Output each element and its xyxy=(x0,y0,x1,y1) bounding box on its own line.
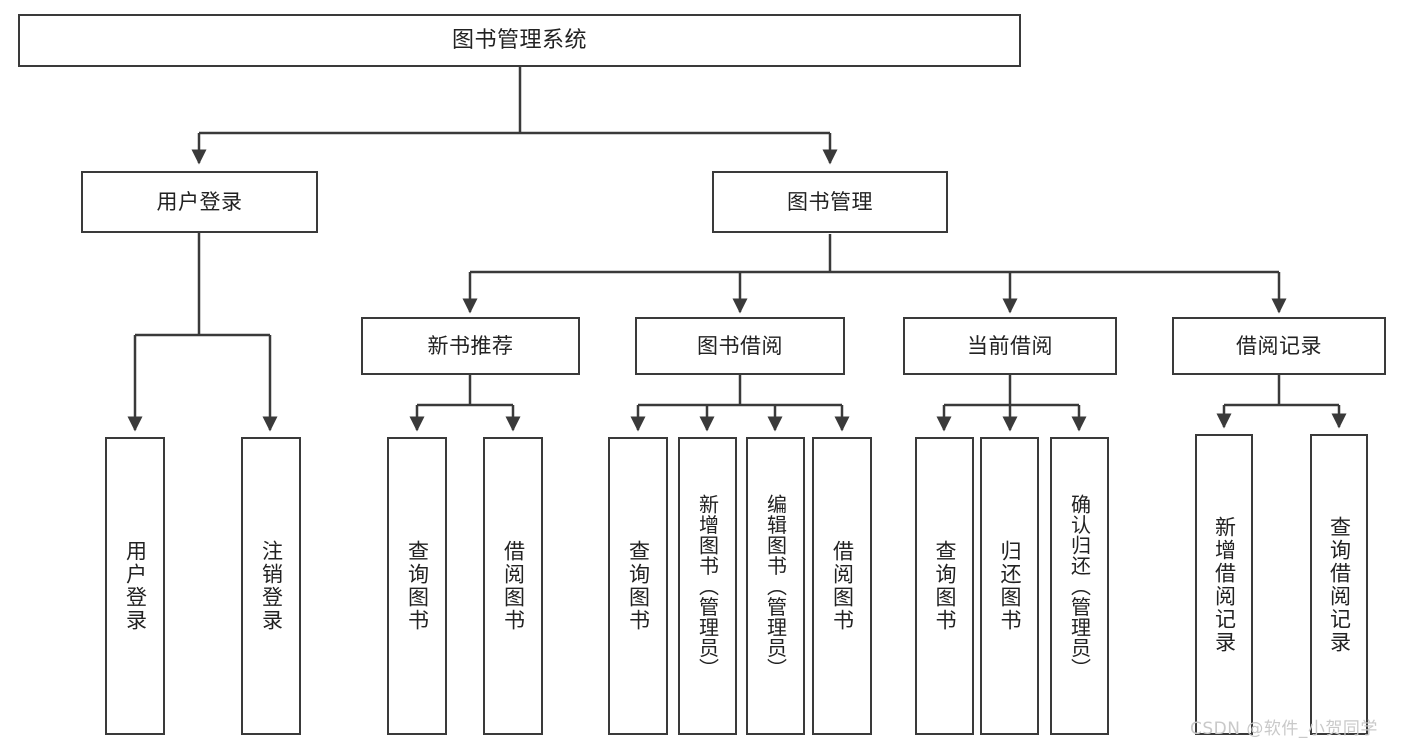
leaf-add-borrow-record[interactable]: 新增借阅记录 xyxy=(1195,434,1253,735)
node-label: 用户登录 xyxy=(156,189,243,214)
leaf-borrow-book-recommend[interactable]: 借阅图书 xyxy=(483,437,543,735)
node-label: 新书推荐 xyxy=(427,333,514,358)
node-label: 查询借阅记录 xyxy=(1327,515,1352,654)
leaf-user-login[interactable]: 用户登录 xyxy=(105,437,165,735)
node-label: 图书管理 xyxy=(787,189,873,214)
leaf-query-book-borrow[interactable]: 查询图书 xyxy=(608,437,668,735)
leaf-query-borrow-record[interactable]: 查询借阅记录 xyxy=(1310,434,1368,735)
node-label: 图书管理系统 xyxy=(451,27,587,53)
node-label: 编辑图书（管理员） xyxy=(763,493,788,679)
node-root-system[interactable]: 图书管理系统 xyxy=(18,14,1021,67)
node-label: 借阅图书 xyxy=(830,540,855,632)
node-label: 借阅图书 xyxy=(501,540,526,632)
leaf-borrow-book[interactable]: 借阅图书 xyxy=(812,437,872,735)
leaf-confirm-return-admin[interactable]: 确认归还（管理员） xyxy=(1050,437,1109,735)
node-label: 查询图书 xyxy=(405,540,430,632)
node-label: 图书借阅 xyxy=(697,333,783,358)
node-label: 新增图书（管理员） xyxy=(695,493,720,679)
node-label: 注销登录 xyxy=(259,540,284,632)
node-label: 新增借阅记录 xyxy=(1212,515,1237,654)
leaf-add-book-admin[interactable]: 新增图书（管理员） xyxy=(678,437,737,735)
node-label: 借阅记录 xyxy=(1236,333,1322,358)
watermark: CSDN @软件_小贺同学 xyxy=(1190,719,1378,739)
node-label: 确认归还（管理员） xyxy=(1067,493,1092,679)
node-user-login[interactable]: 用户登录 xyxy=(81,171,318,233)
leaf-logout[interactable]: 注销登录 xyxy=(241,437,301,735)
leaf-return-book[interactable]: 归还图书 xyxy=(980,437,1039,735)
node-label: 当前借阅 xyxy=(967,333,1053,358)
node-label: 查询图书 xyxy=(626,540,651,632)
node-label: 用户登录 xyxy=(123,540,148,632)
leaf-query-book-recommend[interactable]: 查询图书 xyxy=(387,437,447,735)
node-label: 归还图书 xyxy=(998,540,1022,632)
leaf-query-book-current[interactable]: 查询图书 xyxy=(915,437,974,735)
leaf-edit-book-admin[interactable]: 编辑图书（管理员） xyxy=(746,437,805,735)
node-new-book-recommend[interactable]: 新书推荐 xyxy=(361,317,580,375)
node-borrow-record[interactable]: 借阅记录 xyxy=(1172,317,1386,375)
node-current-borrow[interactable]: 当前借阅 xyxy=(903,317,1117,375)
node-book-borrow[interactable]: 图书借阅 xyxy=(635,317,845,375)
node-label: 查询图书 xyxy=(933,540,957,632)
node-book-management[interactable]: 图书管理 xyxy=(712,171,948,233)
